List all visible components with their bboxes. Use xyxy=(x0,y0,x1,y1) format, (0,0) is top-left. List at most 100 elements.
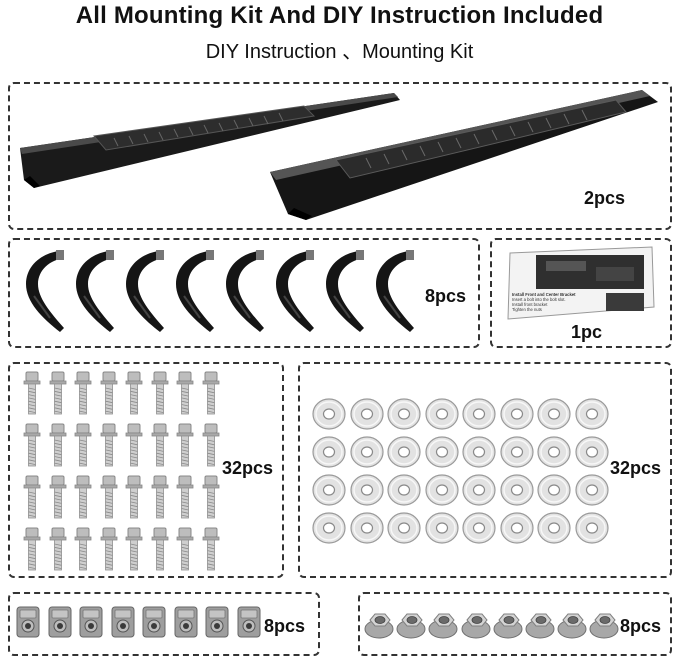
instruction-count: 1pc xyxy=(571,322,603,342)
clip-nut xyxy=(237,606,260,638)
bracket xyxy=(176,250,214,332)
page-subtitle: DIY Instruction 、Mounting Kit xyxy=(205,41,474,63)
running-board-left xyxy=(20,93,400,188)
bolt xyxy=(100,423,117,467)
flange-nut xyxy=(364,613,394,639)
bolt xyxy=(49,371,66,415)
clip-nut xyxy=(174,606,197,638)
instruction-line: Install front bracket xyxy=(512,302,548,307)
bolt xyxy=(176,423,194,467)
bolt xyxy=(74,527,92,571)
instruction-text-block: Install Front and Center Bracket Insert … xyxy=(512,292,600,312)
washer xyxy=(462,512,496,544)
flange-nuts-panel xyxy=(358,592,672,656)
washer xyxy=(312,512,346,544)
bracket xyxy=(76,250,114,332)
bracket xyxy=(126,250,164,332)
washer xyxy=(387,398,421,430)
bolt xyxy=(49,423,66,467)
washer xyxy=(499,474,534,506)
clip-nut xyxy=(205,606,229,638)
washer xyxy=(574,474,609,506)
clip-nuts-panel xyxy=(8,592,320,656)
bracket xyxy=(226,250,264,332)
running-boards-count: 2pcs xyxy=(584,188,626,208)
bolt xyxy=(100,475,117,519)
washer xyxy=(537,398,571,430)
bolt xyxy=(151,527,168,571)
instruction-panel xyxy=(490,238,672,348)
clip-nut xyxy=(111,606,134,638)
page-title: All Mounting Kit And DIY Instruction Inc… xyxy=(75,2,604,29)
bolt xyxy=(100,527,117,571)
bolt xyxy=(125,423,143,467)
bolt xyxy=(125,475,143,519)
washer xyxy=(312,436,346,468)
washer xyxy=(424,474,459,506)
instruction-line: Install Front and Center Bracket xyxy=(512,292,576,297)
flange-nut xyxy=(557,613,587,639)
washer xyxy=(387,474,421,506)
flange-nut xyxy=(396,613,426,639)
bolt xyxy=(125,371,143,415)
flange-nut xyxy=(589,613,619,639)
washer xyxy=(462,436,496,468)
washer xyxy=(349,436,384,468)
bolt xyxy=(202,423,219,467)
washer xyxy=(499,398,534,430)
bolt xyxy=(176,371,194,415)
washer xyxy=(424,398,459,430)
flange-nut xyxy=(428,613,458,639)
washer xyxy=(312,474,346,506)
washer xyxy=(462,474,496,506)
bolt xyxy=(23,475,41,519)
bolt xyxy=(151,371,168,415)
instruction-line: Tighten the nuts xyxy=(512,307,542,312)
bolt xyxy=(176,475,194,519)
brackets-panel xyxy=(8,238,480,348)
running-boards-panel xyxy=(8,82,672,230)
brackets-count: 8pcs xyxy=(425,286,467,306)
clip-nut xyxy=(79,606,103,638)
flange-nut xyxy=(525,613,555,639)
washer xyxy=(349,474,384,506)
bolt xyxy=(23,527,41,571)
washer xyxy=(462,398,496,430)
bolt xyxy=(23,371,41,415)
bolts-count: 32pcs xyxy=(222,458,274,478)
bolt xyxy=(202,527,219,571)
clip-nuts-count: 8pcs xyxy=(264,616,306,636)
flange-nut xyxy=(461,613,491,639)
bolt xyxy=(74,475,92,519)
bolt xyxy=(49,475,66,519)
bolt xyxy=(23,423,41,467)
washer xyxy=(424,512,459,544)
bolt xyxy=(151,423,168,467)
bolt xyxy=(151,475,168,519)
clip-nut xyxy=(16,606,40,638)
bolt xyxy=(202,475,219,519)
bracket xyxy=(326,250,364,332)
washer xyxy=(537,512,571,544)
bracket xyxy=(276,250,314,332)
flange-nut xyxy=(493,613,523,639)
washer xyxy=(349,512,384,544)
bracket xyxy=(26,250,64,332)
instruction-line: Insert a bolt into the bolt slot. xyxy=(512,297,566,302)
washer xyxy=(387,512,421,544)
bracket xyxy=(376,250,414,332)
bolt xyxy=(176,527,194,571)
flange-nuts-count: 8pcs xyxy=(620,616,662,636)
washer xyxy=(574,436,609,468)
clip-nut xyxy=(142,606,166,638)
washer xyxy=(312,398,346,430)
bolt xyxy=(74,371,92,415)
washer xyxy=(387,436,421,468)
bolt xyxy=(125,527,143,571)
washer xyxy=(424,436,459,468)
instruction-sheet-image xyxy=(507,246,655,320)
washer xyxy=(574,398,609,430)
washer xyxy=(574,512,609,544)
washers-panel xyxy=(298,362,672,578)
washer xyxy=(537,436,571,468)
